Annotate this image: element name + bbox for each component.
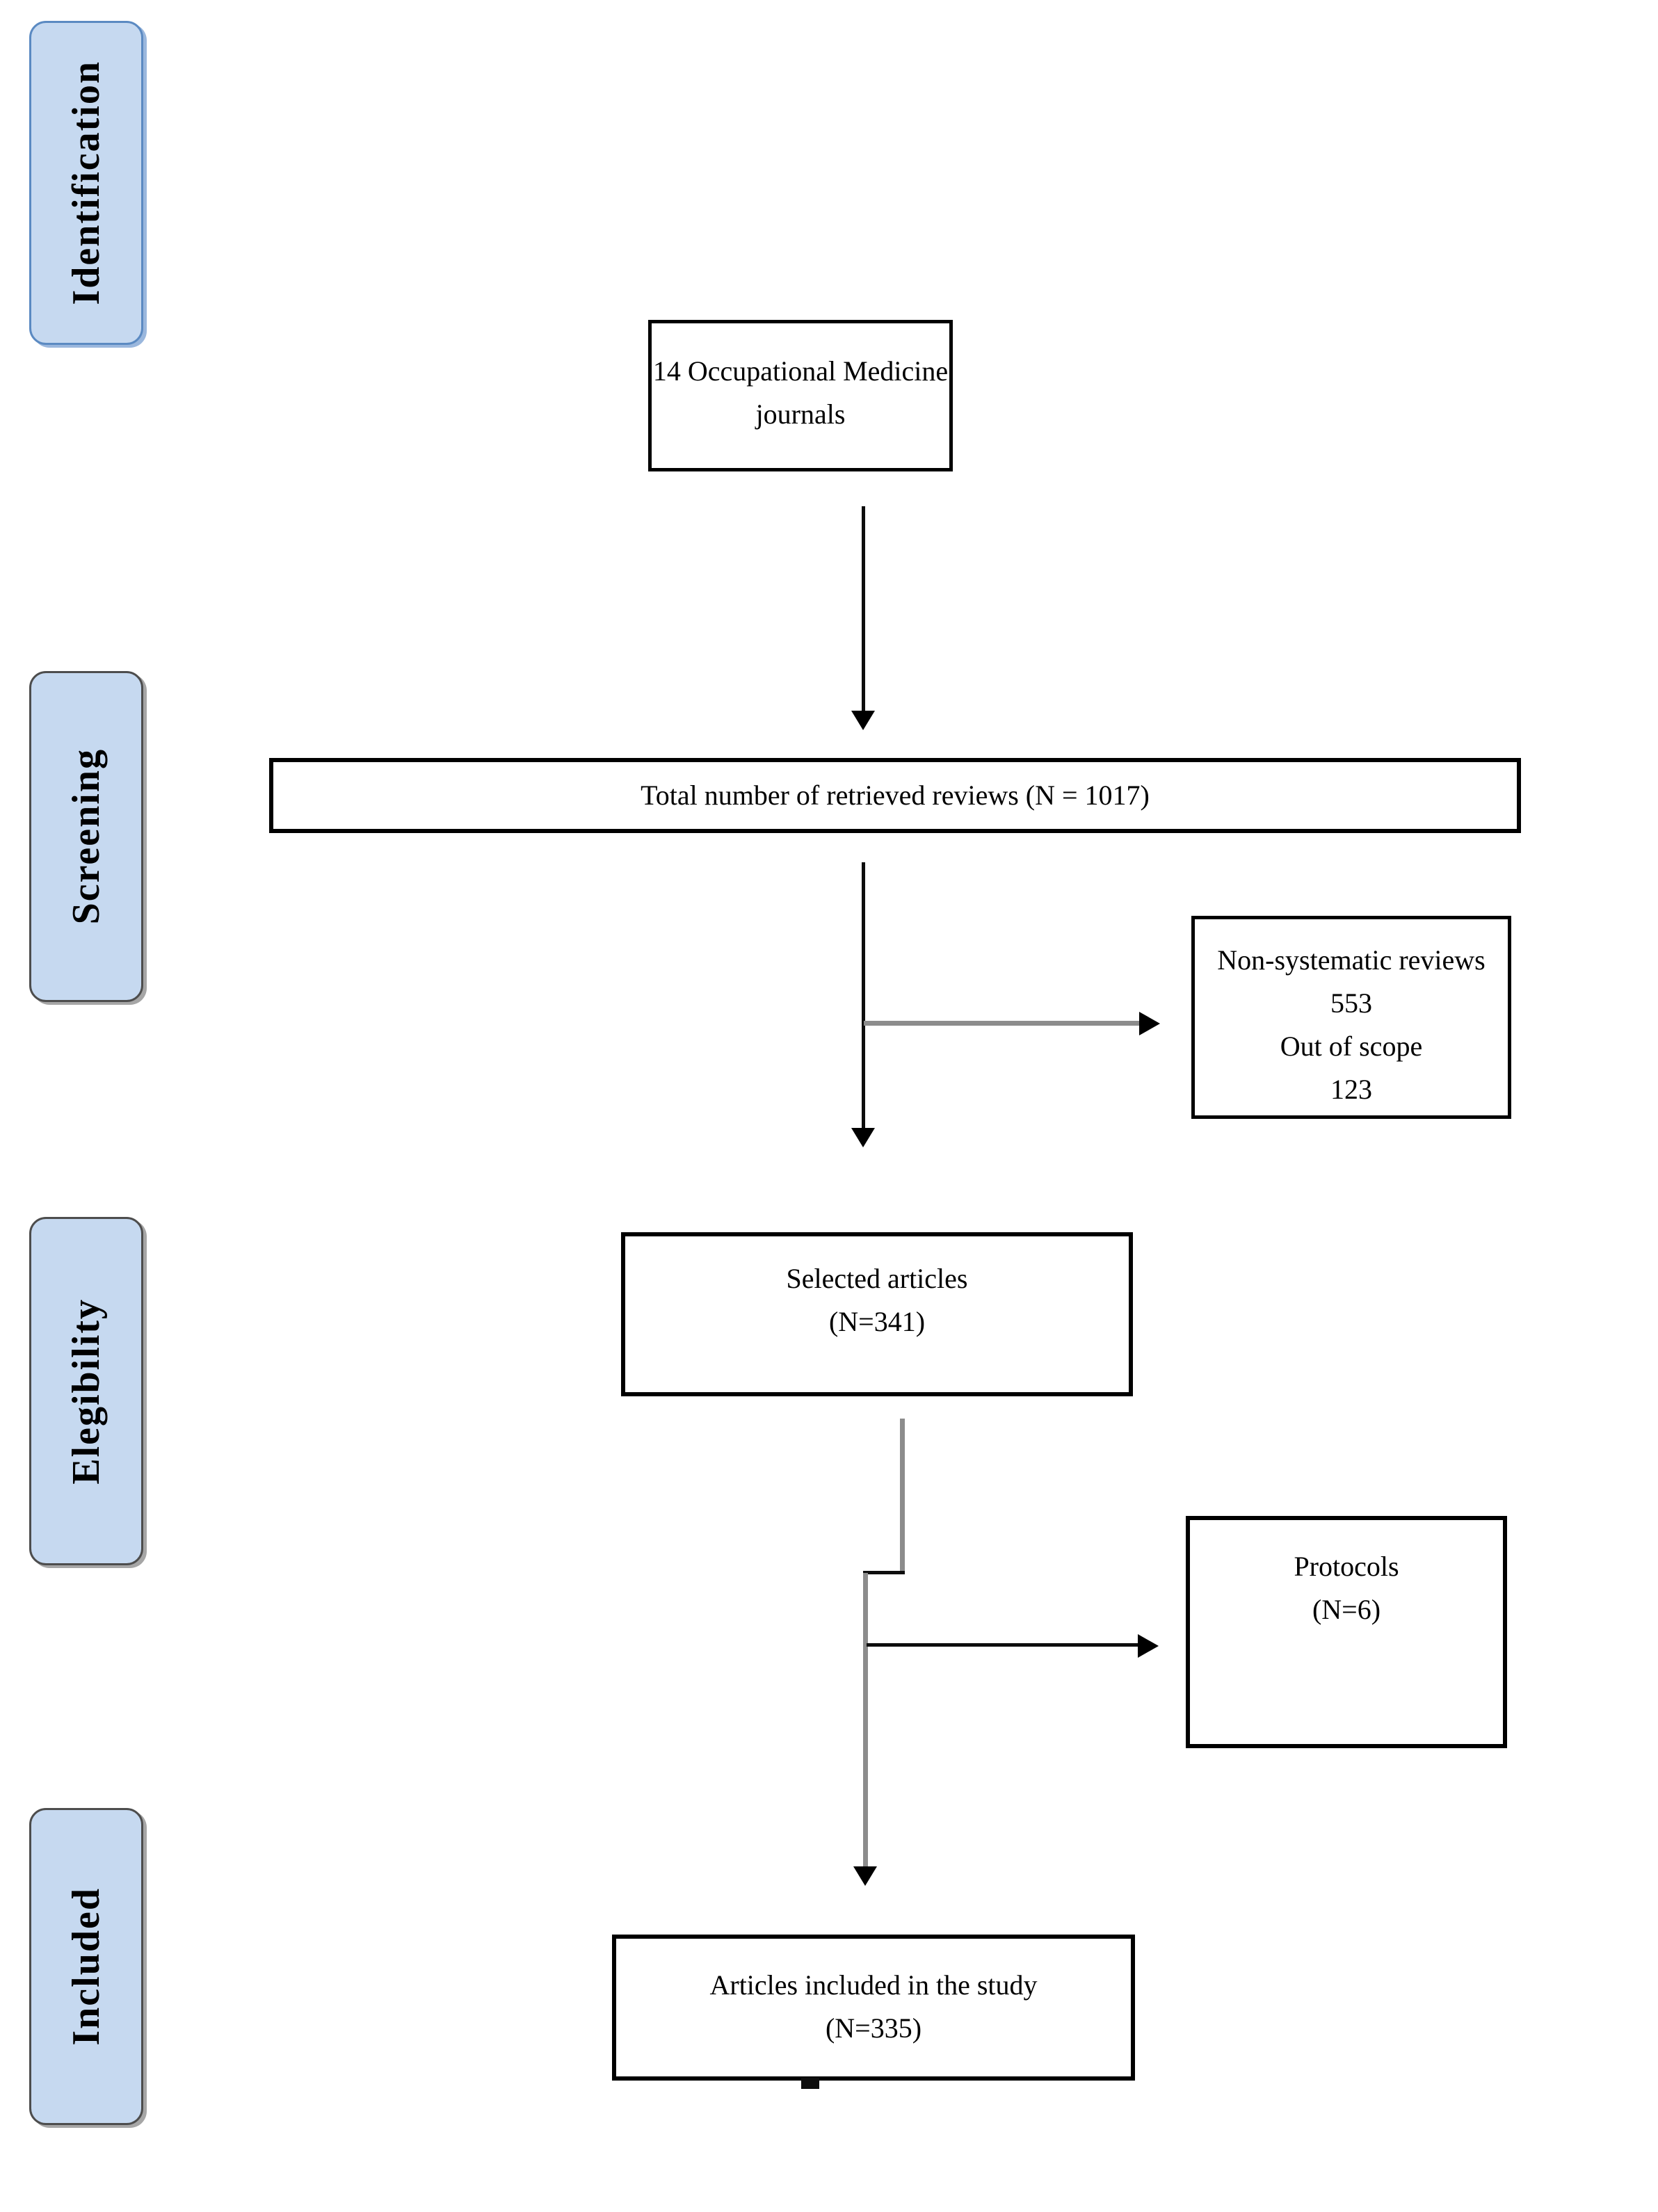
arrow-retrieved-to-selected-head-icon bbox=[851, 1128, 875, 1147]
stage-screening: Screening bbox=[29, 671, 143, 1002]
branch-to-protocols-head-icon bbox=[1138, 1634, 1159, 1658]
stage-elegibility: Elegibility bbox=[29, 1217, 143, 1565]
stage-included-label: Included bbox=[65, 1887, 108, 2046]
stage-identification-label: Identification bbox=[65, 60, 108, 305]
branch-to-excluded-line bbox=[864, 1021, 1139, 1026]
arrow-journals-to-retrieved-line bbox=[862, 506, 865, 713]
branch-to-excluded-head-icon bbox=[1139, 1012, 1160, 1035]
connector-selected-segment1-line bbox=[900, 1419, 905, 1574]
arrow-selected-to-included-head-icon bbox=[853, 1866, 877, 1886]
node-journals-text-line1: 14 Occupational Medicine bbox=[652, 355, 949, 387]
node-journals-text-line2: journals bbox=[755, 398, 846, 430]
included-articles-count: (N=335) bbox=[825, 2012, 922, 2044]
selected-articles-count: (N=341) bbox=[828, 1306, 926, 1337]
connector-selected-jog-line bbox=[863, 1571, 905, 1574]
excluded-reason-1: Non-systematic reviews bbox=[1217, 944, 1486, 976]
node-retrieved-total-text: Total number of retrieved reviews (N = 1… bbox=[641, 780, 1150, 811]
arrow-journals-to-retrieved-head-icon bbox=[851, 711, 875, 730]
stage-elegibility-label: Elegibility bbox=[65, 1298, 108, 1485]
node-selected-articles: Selected articles (N=341) bbox=[621, 1232, 1133, 1396]
node-journals: 14 Occupational Medicine journals bbox=[648, 320, 953, 471]
bottom-tick-mark bbox=[801, 2078, 819, 2089]
connector-selected-segment2-line bbox=[863, 1573, 868, 1871]
excluded-count-1: 553 bbox=[1330, 987, 1372, 1019]
selected-articles-text: Selected articles bbox=[786, 1263, 968, 1294]
stage-included: Included bbox=[29, 1808, 143, 2125]
stage-screening-label: Screening bbox=[65, 748, 108, 925]
protocols-text: Protocols bbox=[1294, 1551, 1399, 1582]
excluded-reason-2: Out of scope bbox=[1280, 1031, 1423, 1062]
branch-to-protocols-line bbox=[867, 1643, 1139, 1647]
included-articles-text: Articles included in the study bbox=[709, 1969, 1038, 2001]
stage-identification: Identification bbox=[29, 21, 143, 345]
protocols-count: (N=6) bbox=[1312, 1594, 1381, 1625]
node-included-articles: Articles included in the study (N=335) bbox=[612, 1935, 1135, 2081]
excluded-count-2: 123 bbox=[1330, 1074, 1372, 1105]
node-protocols: Protocols (N=6) bbox=[1186, 1516, 1507, 1748]
node-retrieved-total: Total number of retrieved reviews (N = 1… bbox=[269, 758, 1521, 833]
arrow-retrieved-to-selected-line bbox=[862, 862, 865, 1133]
node-excluded-reviews: Non-systematic reviews 553 Out of scope … bbox=[1191, 916, 1511, 1119]
